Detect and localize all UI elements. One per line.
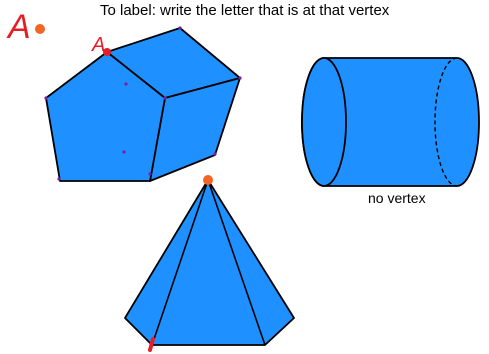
- example-orange-dot: [35, 24, 45, 34]
- vertex-dot: [44, 96, 48, 100]
- prism-front-pentagon: [45, 51, 166, 182]
- pyramid-edge: [151, 179, 209, 346]
- vertex-dot: [124, 82, 128, 86]
- pentagonal-prism: A: [44, 26, 242, 182]
- cylinder-left-end: [301, 57, 347, 187]
- instruction-text: To label: write the letter that is at th…: [100, 2, 390, 19]
- pyramid-silhouette: [124, 179, 295, 346]
- vertex-dot: [57, 177, 61, 181]
- labelled-vertex-marker: [103, 48, 111, 56]
- base-vertex-marker: [148, 337, 155, 352]
- hexagonal-pyramid: [124, 175, 295, 352]
- vertex-dot: [213, 152, 217, 156]
- cylinder-hidden-edge: [434, 57, 458, 187]
- example-letter-a: A: [6, 8, 31, 46]
- vertex-dot: [122, 150, 126, 154]
- vertex-dot: [148, 172, 152, 176]
- prism-vertex-dots: [44, 26, 242, 181]
- vertex-label-a: A: [91, 34, 105, 56]
- pyramid-edge: [207, 179, 266, 346]
- vertex-dot: [238, 76, 242, 80]
- cylinder: [301, 57, 480, 187]
- example-annotation: A: [6, 8, 45, 46]
- vertex-dot: [178, 26, 182, 30]
- cylinder-caption: no vertex: [368, 190, 426, 206]
- vertex-dot: [163, 96, 167, 100]
- apex-vertex-marker: [203, 175, 213, 185]
